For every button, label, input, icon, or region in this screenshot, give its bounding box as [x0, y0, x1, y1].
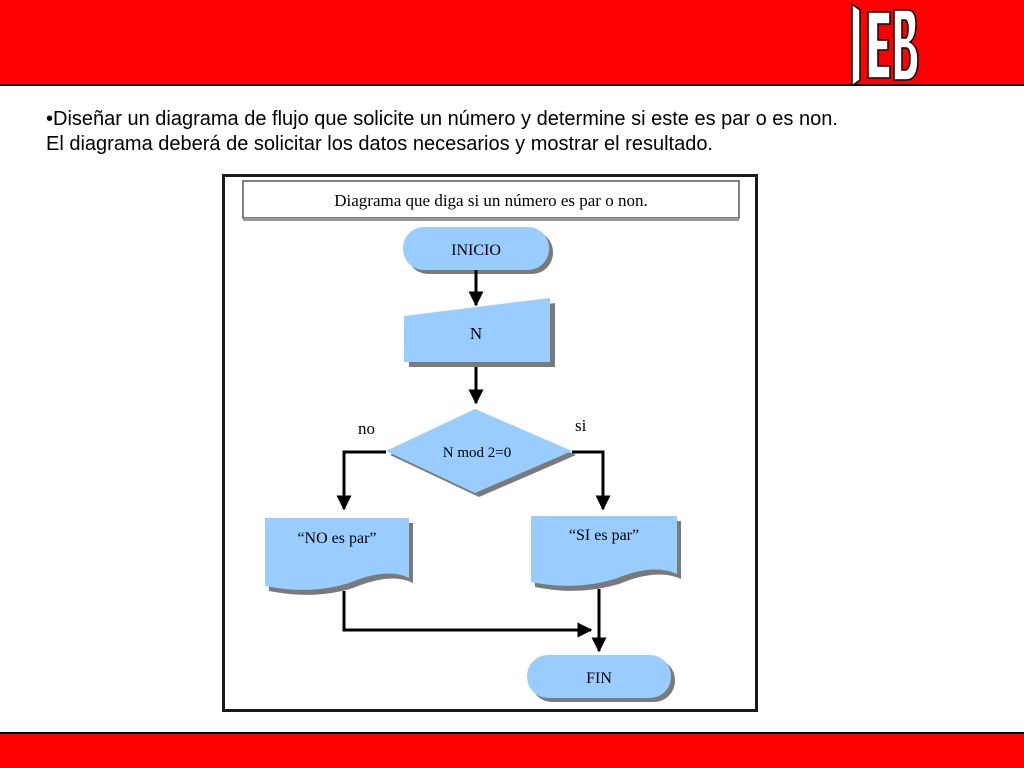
yes-branch-label: si: [575, 416, 587, 435]
ieb-logo: [844, 0, 924, 88]
decision-diamond: N mod 2=0: [386, 409, 576, 497]
flowchart-figure: Diagrama que diga si un número es par o …: [222, 174, 758, 712]
footer-band: [0, 732, 1024, 768]
no-output-label: “NO es par”: [297, 530, 376, 547]
instruction-line-2: El diagrama deberá de solicitar los dato…: [46, 133, 713, 155]
input-label: N: [470, 324, 482, 343]
instruction-line-1: •Diseñar un diagrama de flujo que solici…: [46, 108, 838, 130]
yes-output-document: “SI es par”: [531, 516, 681, 591]
instructions-text: •Diseñar un diagrama de flujo que solici…: [46, 107, 986, 157]
diagram-title: Diagrama que diga si un número es par o …: [334, 191, 647, 210]
no-branch-label: no: [358, 419, 375, 438]
header-band: [0, 0, 1024, 88]
diagram-title-box: Diagrama que diga si un número es par o …: [242, 180, 740, 221]
start-label: INICIO: [451, 242, 501, 259]
input-shape: N: [404, 298, 555, 367]
end-terminator: FIN: [527, 655, 675, 702]
yes-output-label: “SI es par”: [569, 527, 639, 544]
arrow-yes-branch: [572, 450, 611, 511]
start-terminator: INICIO: [403, 227, 553, 274]
end-label: FIN: [586, 670, 612, 687]
decision-label: N mod 2=0: [443, 445, 511, 461]
arrow-no-branch: [336, 450, 386, 511]
no-output-document: “NO es par”: [265, 518, 413, 595]
arrow-no-output-to-end: [342, 591, 593, 638]
